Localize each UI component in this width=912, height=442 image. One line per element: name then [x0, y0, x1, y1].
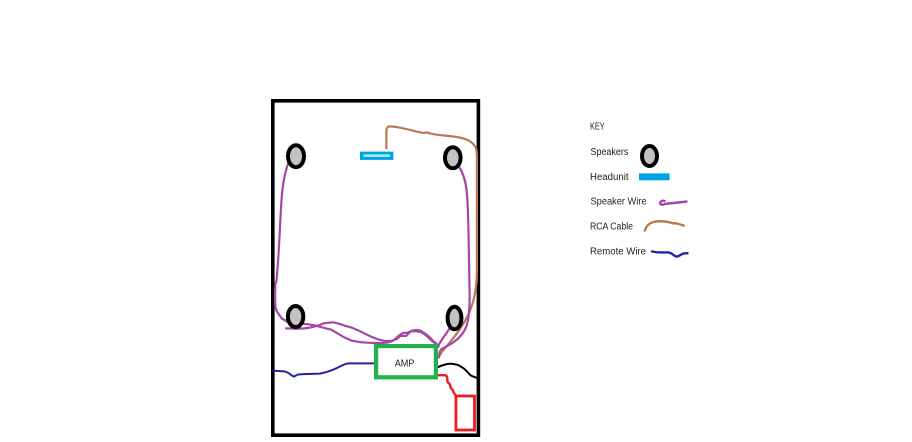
svg-text:Headunit: Headunit	[590, 172, 629, 183]
svg-text:RCA Cable: RCA Cable	[590, 222, 633, 233]
svg-text:Speakers: Speakers	[591, 147, 629, 158]
svg-text:AMP: AMP	[395, 359, 415, 370]
svg-text:Speaker Wire: Speaker Wire	[591, 197, 648, 208]
svg-text:Remote Wire: Remote Wire	[590, 247, 647, 258]
svg-text:KEY: KEY	[590, 122, 605, 133]
